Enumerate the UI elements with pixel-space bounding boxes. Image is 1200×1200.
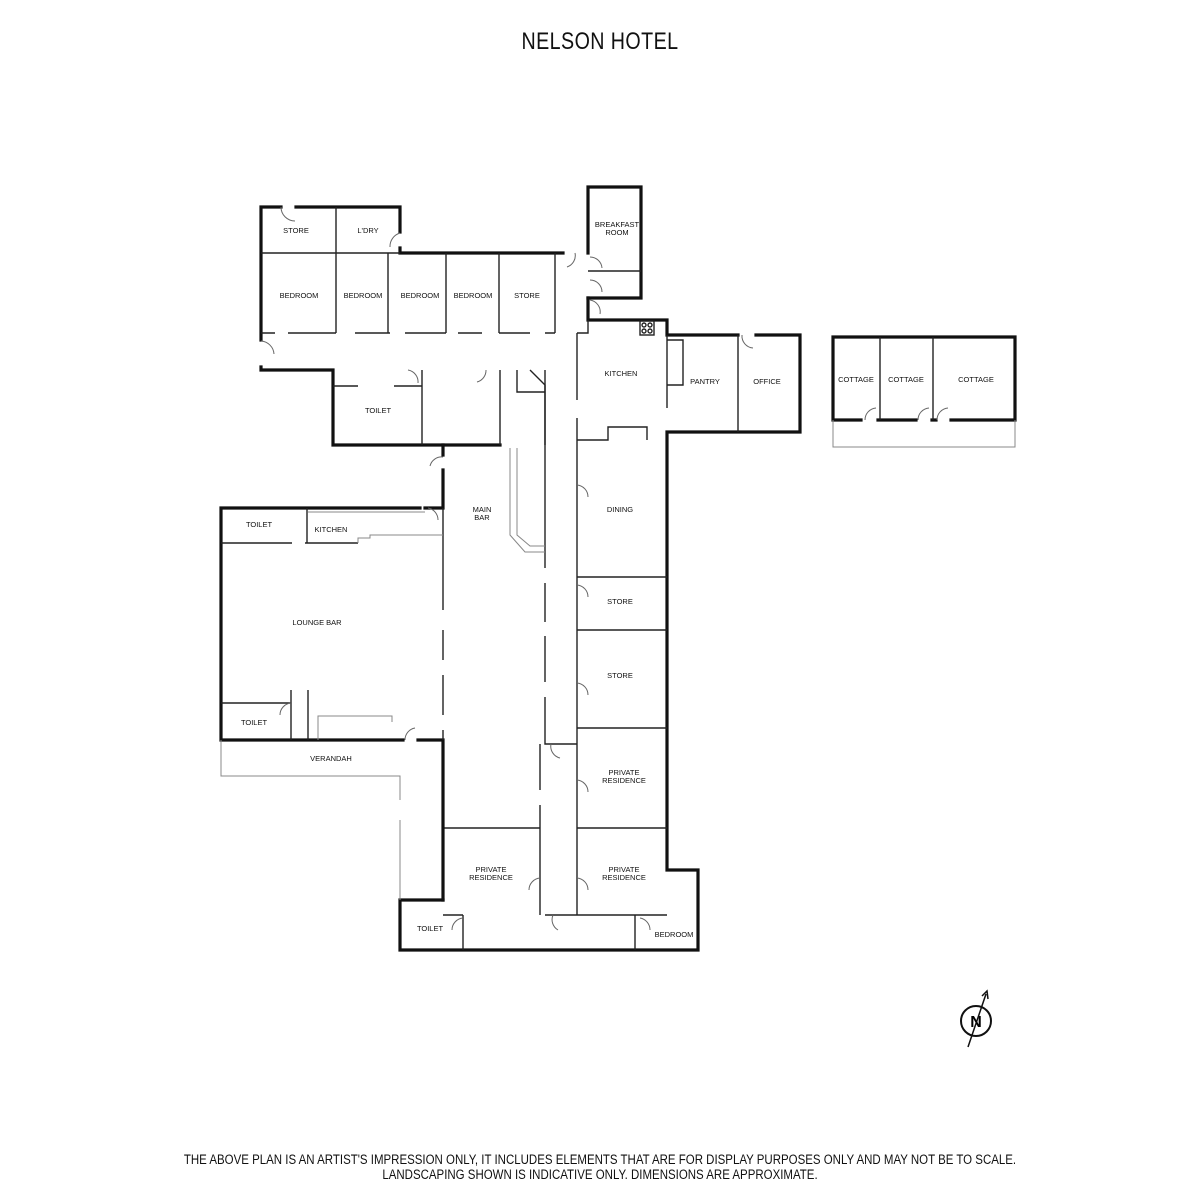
room-label-private-residence: RESIDENCE [602,776,646,785]
room-label-kitchen: KITCHEN [605,369,638,378]
room-label-bedroom: BEDROOM [401,291,440,300]
room-label-cottage: COTTAGE [838,375,874,384]
plan-title: NELSON HOTEL [521,28,679,55]
room-label-breakfast-room: ROOM [605,228,628,237]
room-label-main: MAIN [473,505,492,514]
room-label-bedroom: BEDROOM [655,930,694,939]
room-label-bedroom: BEDROOM [454,291,493,300]
room-label-office: OFFICE [753,377,781,386]
room-label-lounge-bar: LOUNGE BAR [292,618,342,627]
room-label-store: STORE [514,291,540,300]
room-label-private-residence: RESIDENCE [602,873,646,882]
room-label-cottage: COTTAGE [958,375,994,384]
room-label-main-bar: BAR [474,513,490,522]
room-label-private: PRIVATE [609,865,640,874]
room-label-laundry: L'DRY [357,226,378,235]
room-label-verandah: VERANDAH [310,754,352,763]
room-label-bedroom: BEDROOM [344,291,383,300]
compass-label: N [970,1014,982,1031]
stove-icon [639,320,655,336]
room-label-toilet: TOILET [246,520,273,529]
room-label-toilet: TOILET [417,924,444,933]
disclaimer-line-2: LANDSCAPING SHOWN IS INDICATIVE ONLY. DI… [382,1167,818,1182]
room-label-store: STORE [607,671,633,680]
verandah-outline [220,740,401,900]
room-label-private: PRIVATE [476,865,507,874]
room-label-pantry: PANTRY [690,377,720,386]
east-wing-walls [443,370,667,950]
room-label-breakfast: BREAKFAST [595,220,640,229]
north-wing-walls [259,205,565,447]
room-label-cottage: COTTAGE [888,375,924,384]
disclaimer: THE ABOVE PLAN IS AN ARTIST'S IMPRESSION… [0,1152,1200,1182]
breakfast-room-walls [566,185,643,315]
disclaimer-line-1: THE ABOVE PLAN IS AN ARTIST'S IMPRESSION… [183,1152,1017,1167]
room-label-private-residence: RESIDENCE [469,873,513,882]
lounge-wing-walls [219,443,545,902]
kitchen-wing-walls [398,296,802,952]
north-compass-icon: N [960,989,992,1048]
room-label-store: STORE [607,597,633,606]
room-label-bedroom: BEDROOM [280,291,319,300]
room-label-dining: DINING [607,505,633,514]
room-label-private: PRIVATE [609,768,640,777]
cottages-walls [831,335,1017,448]
room-label-toilet: TOILET [365,406,392,415]
room-label-store: STORE [283,226,309,235]
room-label-toilet: TOILET [241,718,268,727]
room-label-kitchen: KITCHEN [315,525,348,534]
